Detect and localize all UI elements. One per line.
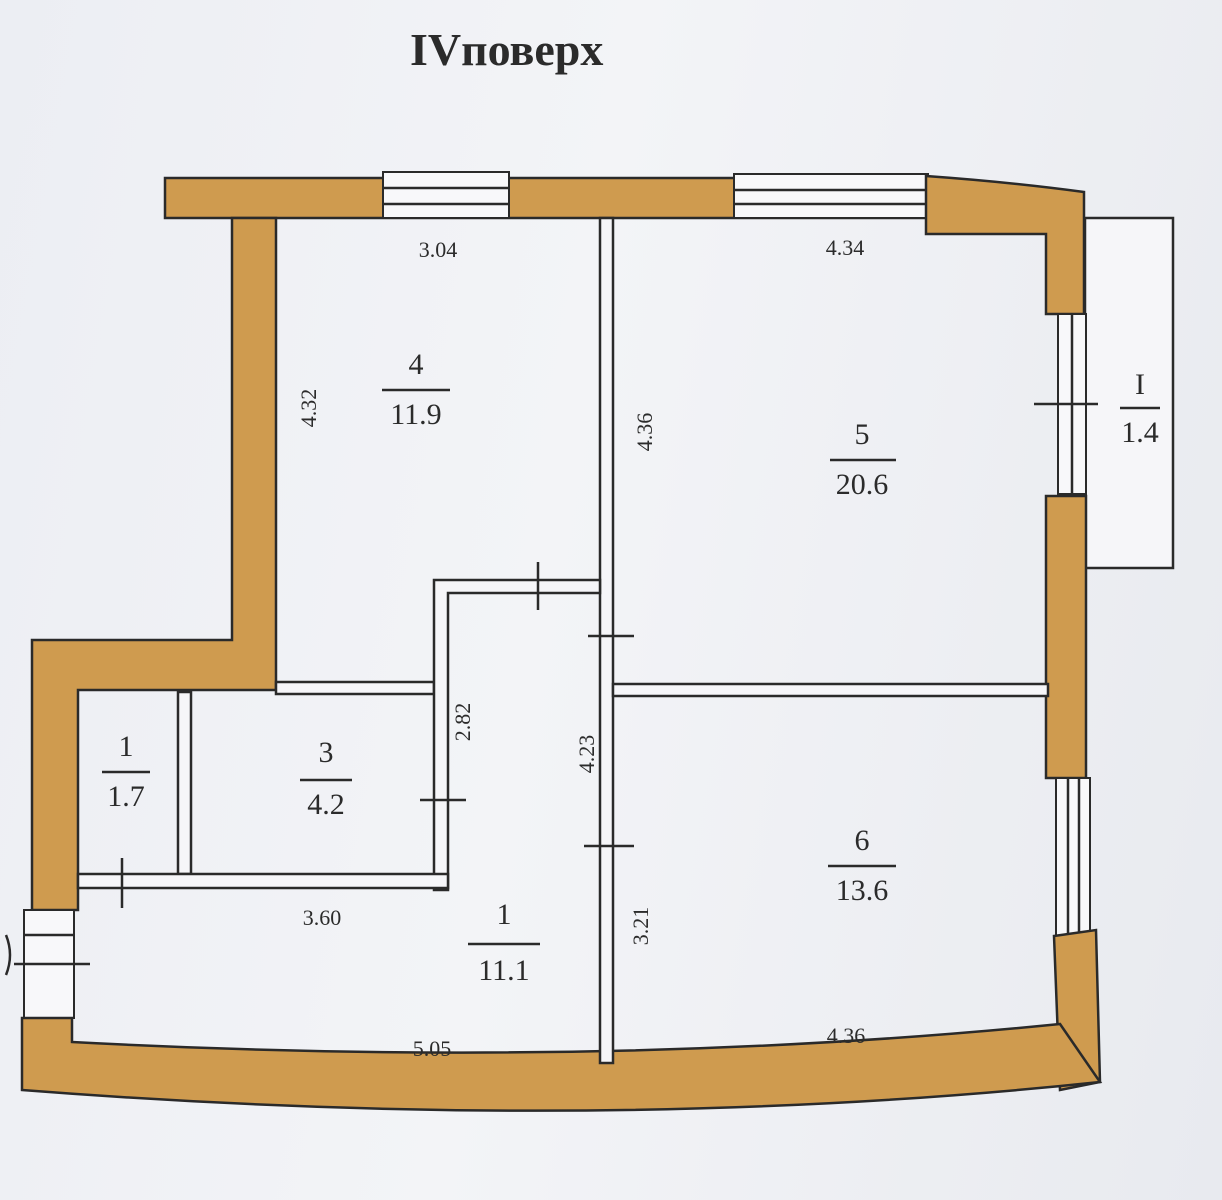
svg-text:4.2: 4.2 [307, 788, 345, 821]
bottom-wall [20, 1016, 1103, 1112]
right-wall-lower-window [1055, 777, 1091, 937]
room-1-small-label: 1 1.7 [102, 730, 150, 813]
left-wall [30, 216, 278, 912]
dim-corridor-height: 4.23 [574, 735, 599, 774]
dim-room5-height: 4.36 [632, 413, 657, 452]
corner-wall-top-right [924, 174, 1086, 316]
window-top-left [382, 171, 510, 219]
svg-text:4: 4 [409, 348, 424, 381]
right-wall-middle [1044, 494, 1088, 780]
svg-text:5: 5 [855, 418, 870, 451]
room-5-label: 5 20.6 [830, 418, 896, 501]
balcony-label: I 1.4 [1120, 368, 1160, 449]
dim-corridor-width: 3.60 [303, 905, 342, 930]
room-6-label: 6 13.6 [828, 824, 896, 907]
svg-text:1: 1 [119, 730, 134, 763]
svg-text:I: I [1135, 368, 1145, 401]
svg-text:3: 3 [319, 736, 334, 769]
room-3-label: 3 4.2 [300, 736, 352, 821]
svg-text:11.1: 11.1 [478, 954, 529, 987]
room-1-corridor-label: 1 11.1 [468, 898, 540, 987]
dim-room4-width: 3.04 [419, 237, 458, 262]
svg-text:13.6: 13.6 [836, 874, 889, 907]
dim-room5-width: 4.34 [826, 235, 865, 260]
svg-text:11.9: 11.9 [390, 398, 441, 431]
interior-partitions [76, 216, 1050, 1065]
dim-bottom-right: 4.36 [827, 1023, 866, 1048]
dim-bottom-left: 5.05 [413, 1036, 452, 1061]
door-marks [120, 402, 1098, 908]
svg-text:1.7: 1.7 [107, 780, 145, 813]
room-4-label: 4 11.9 [382, 348, 450, 431]
dim-room4-height: 4.32 [296, 389, 321, 428]
dim-room3-height: 2.82 [450, 703, 475, 742]
plan-title: IVповерх [410, 24, 603, 75]
svg-text:6: 6 [855, 824, 870, 857]
svg-text:1: 1 [497, 898, 512, 931]
window-top-right [733, 173, 929, 219]
balcony-outline [1083, 216, 1175, 570]
dim-room6-height: 3.21 [628, 907, 653, 946]
svg-text:1.4: 1.4 [1121, 416, 1159, 449]
svg-text:20.6: 20.6 [836, 468, 889, 501]
top-wall [163, 171, 932, 220]
